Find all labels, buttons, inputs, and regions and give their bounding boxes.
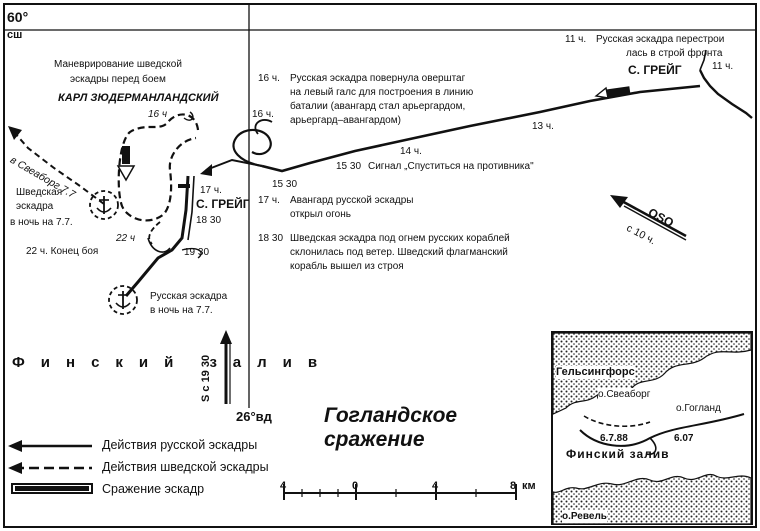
event-1830-line3: корабль вышел из строя [290, 261, 404, 272]
russian-front-formation [698, 69, 753, 119]
event-16-line2: на левый галс для построения в линию [290, 87, 474, 98]
time-17-lower: 17 ч. [200, 185, 222, 196]
russian-tack-hook [254, 119, 273, 135]
swedish-flagship-name: КАРЛ ЗЮДЕРМАНЛАНДСКИЙ [58, 92, 219, 104]
swedish-flagship-marker [122, 146, 130, 164]
inset-map [551, 331, 753, 525]
swedish-time-22: 22 ч [116, 233, 136, 244]
latitude-hemisphere-label: сш [7, 29, 23, 41]
time-1830-lower: 18 30 [196, 215, 222, 226]
event-11-line2: лась в строй фронта [626, 48, 723, 59]
event-1830-line1: Шведская эскадра под огнем русских кораб… [290, 233, 510, 244]
event-11-time: 11 ч. [565, 34, 587, 45]
scale-unit: км [522, 480, 536, 492]
russian-flagship-marker [594, 86, 631, 99]
swedish-maneuver-loop [117, 113, 200, 222]
russian-approach-line [699, 49, 707, 71]
russian-column-south [124, 175, 190, 297]
event-16-line1: Русская эскадра повернула оверштаг [290, 73, 466, 84]
inset-sveaborg: о.Свеаборг [598, 388, 651, 401]
russian-track-line [261, 84, 701, 173]
russian-night-line2: в ночь на 7.7. [150, 305, 213, 316]
inset-gulf: Финский залив [566, 447, 670, 461]
inset-revel: о.Ревель [562, 510, 607, 523]
event-17-line1: Авангард русской эскадры [290, 195, 414, 206]
time-1930: 19 30 [184, 247, 210, 258]
event-16-time: 16 ч. [258, 73, 280, 84]
legend-battle-label: Сражение эскадр [102, 482, 205, 496]
map-title-line1: Гогландское [324, 404, 458, 427]
scale-tick-left: 4 [280, 480, 287, 492]
legend-swedish-label: Действия шведской эскадры [102, 460, 269, 474]
event-17-time: 17 ч. [258, 195, 280, 206]
event-16-line4: арьергард–авангардом) [290, 115, 401, 126]
end-of-battle-label: 22 ч. Конец боя [26, 246, 99, 257]
time-1530-track: 15 30 [272, 179, 298, 190]
event-1530-time: 15 30 [336, 161, 362, 172]
russian-anchor-icon [108, 285, 138, 315]
sveaborg-arrow-icon [8, 126, 22, 140]
gulf-label: Финский залив [12, 354, 334, 371]
time-11-track: 11 ч. [712, 61, 734, 72]
wind-oso-arrow-icon [610, 195, 687, 241]
time-14-track: 14 ч. [400, 146, 422, 157]
greig-lower-label: С. ГРЕЙГ [196, 197, 250, 211]
swedish-direction-arrow-icon [116, 165, 136, 182]
inset-north-coast [552, 332, 752, 415]
inset-date-b: 6.07 [674, 433, 694, 444]
event-1530-line1: Сигнал „Спуститься на противника" [368, 161, 534, 172]
wind-south-arrow-icon [220, 330, 232, 404]
swedish-night-line1: Шведская [16, 187, 63, 198]
inset-gogland: о.Гогланд [676, 402, 721, 415]
russian-advance-arrow-icon [200, 164, 212, 176]
russian-advance-line [205, 158, 263, 171]
russian-night-line1: Русская эскадра [150, 291, 228, 302]
russian-tack-loop [232, 128, 272, 168]
swedish-time-16: 16 ч [148, 109, 168, 120]
swedish-night-line2: эскадра [16, 201, 54, 212]
legend-russian-label: Действия русской эскадры [102, 438, 258, 452]
event-11-line1: Русская эскадра перестрои [596, 34, 725, 45]
event-1830-time: 18 30 [258, 233, 284, 244]
time-16-track: 16 ч. [252, 109, 274, 120]
scale-tick-eight: 8 [510, 480, 517, 492]
swedish-retreat-line [13, 131, 105, 205]
event-17-line2: открыл огонь [290, 209, 351, 220]
battle-marker [178, 184, 190, 188]
greig-upper-label: С. ГРЕЙГ [628, 63, 682, 77]
map-title-line2: сражение [324, 428, 425, 451]
swedish-anchor-icon [89, 190, 119, 220]
swedish-heading-line1: Маневрирование шведской [54, 59, 182, 70]
event-16-line3: баталии (авангард стал арьергардом, [290, 101, 466, 112]
inset-date-a: 6.7.88 [600, 433, 628, 444]
inset-helsingfors: Гельсингфорс [556, 366, 635, 379]
swedish-night-line3: в ночь на 7.7. [10, 217, 73, 228]
scale-tick-zero: 0 [352, 480, 359, 492]
event-1830-line2: склонилась под ветер. Шведский флагманск… [290, 247, 508, 258]
map-frame [3, 3, 757, 528]
swedish-heading-line2: эскадры перед боем [70, 74, 166, 85]
time-13-track: 13 ч. [532, 121, 554, 132]
latitude-label: 60° [7, 9, 29, 25]
scale-bar [283, 484, 517, 500]
scale-tick-four: 4 [432, 480, 439, 492]
legend-lines [8, 440, 93, 494]
longitude-label: 26°вд [236, 409, 272, 424]
